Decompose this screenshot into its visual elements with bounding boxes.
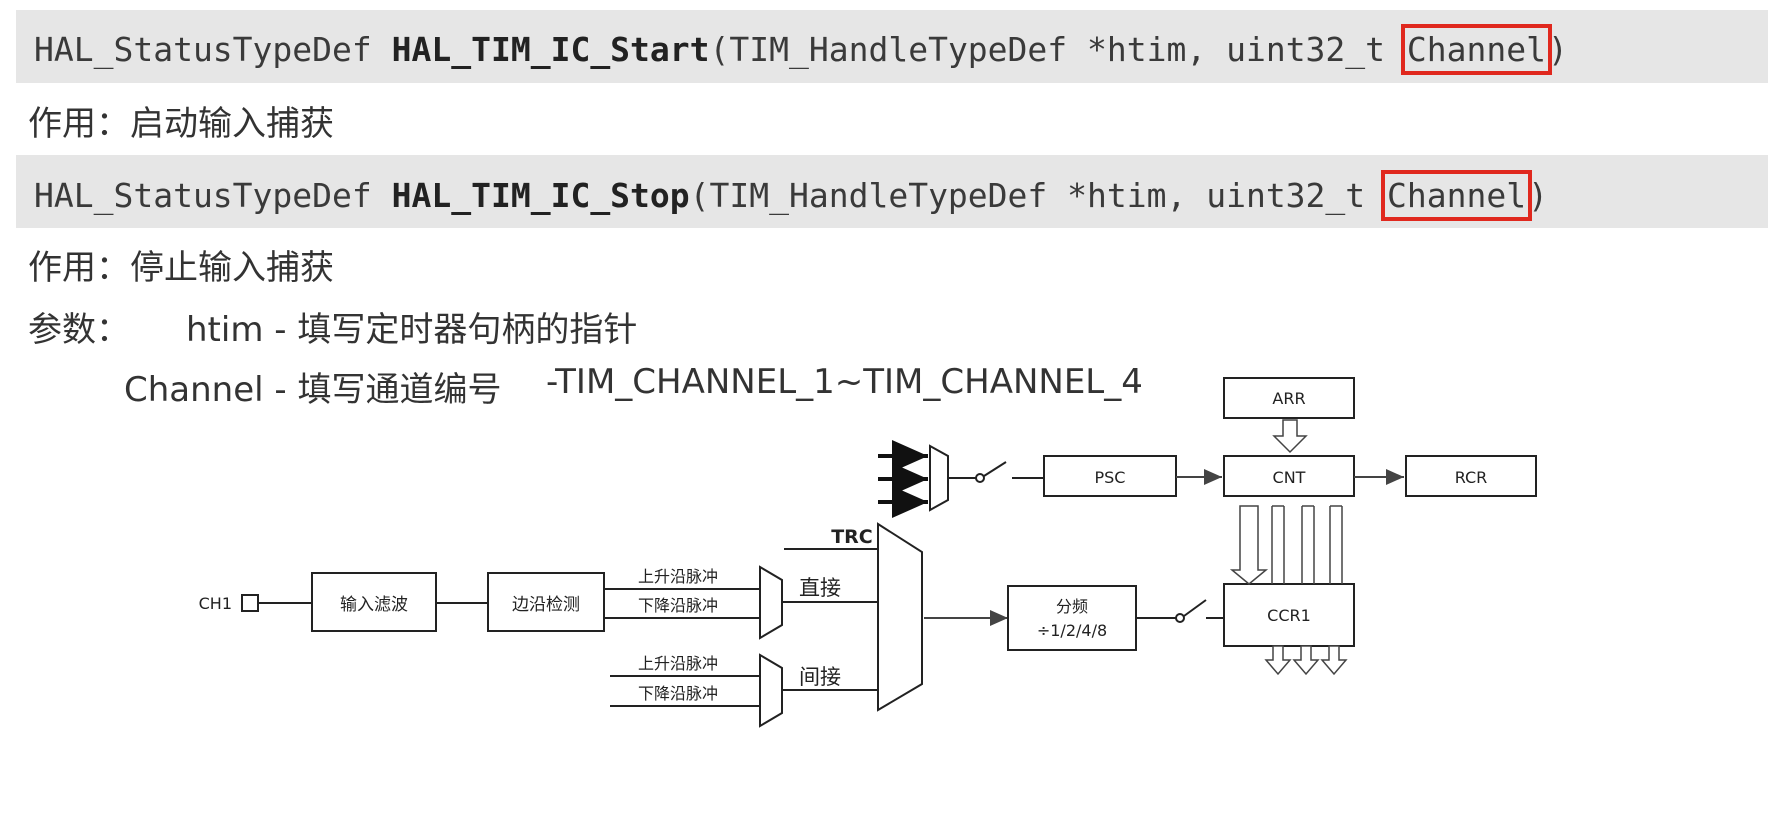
mux-direct: [759, 565, 783, 640]
rising-pulse-label-1: 上升沿脉冲: [638, 567, 718, 586]
arr-label: ARR: [1272, 389, 1305, 408]
prescaler-divider-box: [1007, 585, 1137, 651]
trc-label: TRC: [831, 526, 873, 548]
highlighted-param: Channel: [1400, 24, 1552, 75]
function-name: HAL_TIM_IC_Start: [391, 30, 710, 69]
edge-detect-label: 边沿检测: [512, 595, 580, 615]
params-suffix: ): [1547, 30, 1568, 69]
falling-pulse-label-2: 下降沿脉冲: [638, 684, 718, 703]
rising-pulse-label-2: 上升沿脉冲: [638, 654, 718, 673]
ccr1-box: [1223, 583, 1355, 647]
cnt-to-ccr1-arrow: [1229, 505, 1269, 585]
ch1-pin: [241, 594, 259, 612]
divider-label-line1: 分频: [1056, 597, 1088, 616]
arr-box: [1223, 377, 1355, 419]
mux-selector: [877, 522, 923, 712]
rcr-label: RCR: [1455, 468, 1488, 487]
rcr-box: [1405, 455, 1537, 497]
param-channel: Channel - 填写通道编号: [124, 370, 502, 410]
return-type: HAL_StatusTypeDef: [34, 176, 372, 215]
return-type: HAL_StatusTypeDef: [34, 30, 372, 69]
function-name: HAL_TIM_IC_Stop: [391, 176, 690, 215]
params-prefix: (TIM_HandleTypeDef *htim, uint32_t: [709, 30, 1405, 69]
highlighted-param: Channel: [1381, 170, 1533, 221]
ccr1-output-arrows: [1264, 645, 1348, 676]
param-htim: htim - 填写定时器句柄的指针: [186, 310, 638, 350]
code-bar-start: [16, 10, 1768, 83]
param-channel-range: -TIM_CHANNEL_1~TIM_CHANNEL_4: [546, 362, 1143, 402]
indirect-label: 间接: [799, 665, 841, 689]
cnt-label: CNT: [1273, 468, 1306, 487]
signature-stop: HAL_StatusTypeDef HAL_TIM_IC_Stop(TIM_Ha…: [34, 170, 1548, 221]
ccr1-label: CCR1: [1267, 606, 1311, 625]
direct-label: 直接: [799, 576, 841, 600]
input-filter-box: [311, 572, 437, 632]
clock-source-mux: [929, 444, 949, 512]
input-filter-label: 输入滤波: [340, 595, 408, 615]
ccr1-bus-lines: [1271, 505, 1343, 584]
edge-detect-box: [487, 572, 605, 632]
params-prefix: (TIM_HandleTypeDef *htim, uint32_t: [689, 176, 1386, 215]
purpose-stop: 作用：停止输入捕获: [28, 248, 334, 288]
ch1-label: CH1: [199, 594, 232, 613]
psc-label: PSC: [1095, 468, 1126, 487]
code-bar-stop: [16, 155, 1768, 228]
psc-box: [1043, 455, 1177, 497]
purpose-start: 作用：启动输入捕获: [28, 104, 334, 144]
params-label: 参数：: [28, 310, 130, 350]
falling-pulse-label-1: 下降沿脉冲: [638, 596, 718, 615]
arr-to-cnt-arrow: [1272, 419, 1308, 454]
mux-indirect: [759, 653, 783, 728]
divider-label-line2: ÷1/2/4/8: [1037, 621, 1107, 640]
signature-start: HAL_StatusTypeDef HAL_TIM_IC_Start(TIM_H…: [34, 24, 1568, 75]
params-suffix: ): [1528, 176, 1548, 215]
